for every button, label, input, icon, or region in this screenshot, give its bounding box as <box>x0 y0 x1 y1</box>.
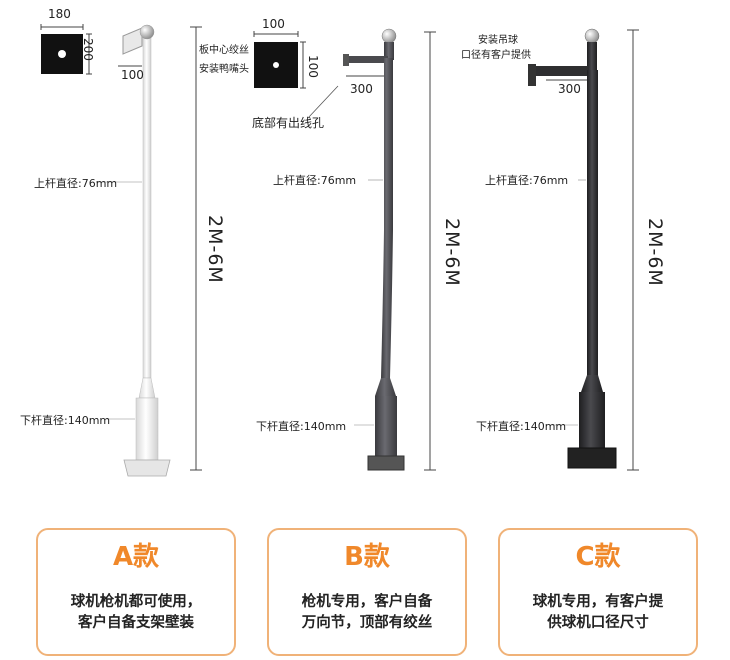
card-c-line1: 球机专用，有客户提 <box>532 594 664 610</box>
plate-b-height-label: 100 <box>306 55 320 78</box>
note-duckbill: 安装鸭嘴头 <box>199 64 249 75</box>
pole-b <box>253 28 436 471</box>
card-b-title: B款 <box>344 542 390 572</box>
note-outlet-hole: 底部有出线孔 <box>252 116 325 130</box>
pole-a <box>40 24 202 477</box>
note-ball-caliber: 口径有客户提供 <box>461 50 531 61</box>
card-a-title: A款 <box>112 542 160 572</box>
plate-a-width-label: 180 <box>48 7 71 21</box>
card-a-line2: 客户自备支架壁装 <box>78 615 194 631</box>
card-c-desc: 球机专用，有客户提 供球机口径尺寸 <box>500 592 696 634</box>
height-c: 2M-6M <box>644 218 666 287</box>
upper-diameter-a: 上杆直径:76mm <box>34 177 118 190</box>
arm-a-dim-label: 100 <box>121 68 144 82</box>
height-a: 2M-6M <box>204 215 226 284</box>
pole-c <box>528 28 639 471</box>
card-a: A款 球机枪机都可使用， 客户自备支架壁装 <box>36 528 236 656</box>
lower-diameter-c: 下杆直径:140mm <box>476 420 567 433</box>
card-c-title: C款 <box>575 542 621 572</box>
lower-diameter-a: 下杆直径:140mm <box>20 414 111 427</box>
card-c: C款 球机专用，有客户提 供球机口径尺寸 <box>498 528 698 656</box>
card-c-line2: 供球机口径尺寸 <box>547 615 649 631</box>
card-a-desc: 球机枪机都可使用， 客户自备支架壁装 <box>38 592 234 634</box>
arm-b-dim-label: 300 <box>350 82 373 96</box>
card-b-line2: 万向节，顶部有绞丝 <box>301 615 433 631</box>
card-a-line1: 球机枪机都可使用， <box>70 594 202 610</box>
plate-b-width-label: 100 <box>262 17 285 31</box>
upper-diameter-c: 上杆直径:76mm <box>485 174 569 187</box>
card-b-desc: 枪机专用，客户自备 万向节，顶部有绞丝 <box>269 592 465 634</box>
height-b: 2M-6M <box>441 218 463 287</box>
lower-diameter-b: 下杆直径:140mm <box>256 420 347 433</box>
upper-diameter-b: 上杆直径:76mm <box>273 174 357 187</box>
card-b-line1: 枪机专用，客户自备 <box>301 594 433 610</box>
plate-a-height-label: 200 <box>81 38 95 61</box>
arm-c-dim-label: 300 <box>558 82 581 96</box>
note-ball-mount: 安装吊球 <box>478 35 518 46</box>
note-center-thread: 板中心绞丝 <box>199 45 249 56</box>
card-b: B款 枪机专用，客户自备 万向节，顶部有绞丝 <box>267 528 467 656</box>
